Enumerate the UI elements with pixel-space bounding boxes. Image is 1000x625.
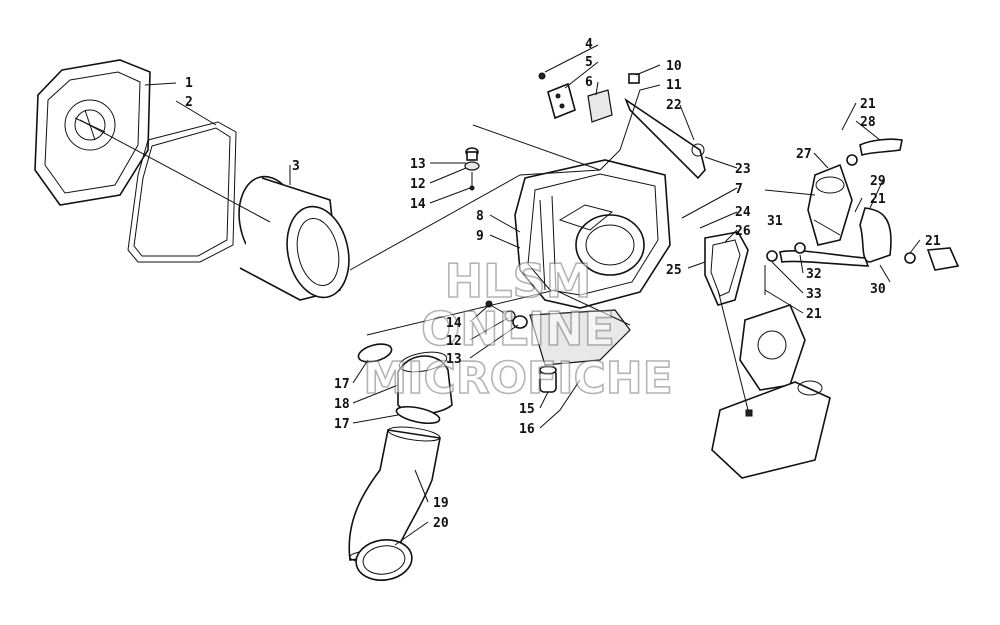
callout-11: 11 <box>666 78 682 93</box>
cover-seal-part <box>127 121 237 263</box>
airbox-housing-part <box>514 159 671 309</box>
callout-27: 27 <box>796 147 812 162</box>
grommet-stack-upper <box>464 147 480 191</box>
callout-9: 9 <box>476 229 484 244</box>
callout-6: 6 <box>585 75 593 90</box>
housing-bracket-part <box>704 231 749 306</box>
callout-16: 16 <box>519 422 535 437</box>
callout-14-lower: 14 <box>446 316 462 331</box>
callout-30: 30 <box>870 282 886 297</box>
callout-29: 29 <box>870 174 886 189</box>
callout-4: 4 <box>585 37 593 52</box>
callout-19: 19 <box>433 496 449 511</box>
callout-8: 8 <box>476 209 484 224</box>
callout-23: 23 <box>735 162 751 177</box>
callout-5: 5 <box>585 55 593 70</box>
callout-3: 3 <box>292 159 300 174</box>
callout-12-lower: 12 <box>446 334 462 349</box>
drain-tube-part <box>529 309 631 393</box>
intake-boot-part <box>357 343 453 425</box>
callout-17-lower: 17 <box>334 417 350 432</box>
callout-7: 7 <box>735 182 743 197</box>
callout-17-upper: 17 <box>334 377 350 392</box>
breather-valve-part <box>766 138 960 271</box>
callouts: 1 2 3 4 5 6 10 11 22 23 7 24 26 25 8 9 1… <box>185 37 941 531</box>
callout-25: 25 <box>666 263 682 278</box>
callout-21-bottom: 21 <box>806 307 822 322</box>
watermark-line-2: ONLINE <box>421 302 615 356</box>
strap-part <box>624 73 706 180</box>
watermark-line-3: MICROFICHE <box>363 353 672 404</box>
callout-10: 10 <box>666 59 682 74</box>
callout-1: 1 <box>185 76 193 91</box>
callout-33: 33 <box>806 287 822 302</box>
callout-14-upper: 14 <box>410 197 426 212</box>
callout-12-upper: 12 <box>410 177 426 192</box>
callout-21-mid: 21 <box>870 192 886 207</box>
engine-casting-part <box>711 304 831 479</box>
callout-21-top: 21 <box>860 97 876 112</box>
callout-15: 15 <box>519 402 535 417</box>
airbox-cover-part <box>34 59 151 206</box>
callout-26: 26 <box>735 224 751 239</box>
callout-21-right: 21 <box>925 234 941 249</box>
mounting-bracket-part <box>538 72 613 123</box>
callout-24: 24 <box>735 205 751 220</box>
callout-13-upper: 13 <box>410 157 426 172</box>
callout-20: 20 <box>433 516 449 531</box>
duct-ring-part <box>355 539 413 581</box>
air-filter-part <box>238 175 350 301</box>
callout-18: 18 <box>334 397 350 412</box>
callout-28: 28 <box>860 115 876 130</box>
leader-lines <box>79 44 921 546</box>
callout-32: 32 <box>806 267 822 282</box>
callout-13-lower: 13 <box>446 352 462 367</box>
callout-22: 22 <box>666 98 682 113</box>
callout-31: 31 <box>767 214 783 229</box>
callout-2: 2 <box>185 95 193 110</box>
watermark: HLSM ONLINE MICROFICHE <box>363 253 674 405</box>
watermark-line-1: HLSM <box>445 254 592 308</box>
